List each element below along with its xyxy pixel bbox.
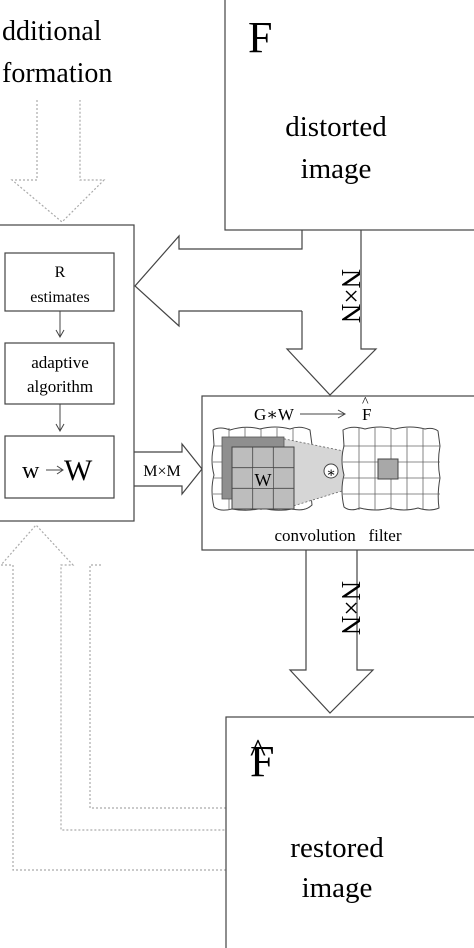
w-transform-big-w: W (64, 454, 93, 487)
bottom-size-label: N×N (336, 581, 366, 635)
additional-info-line2: formation (2, 58, 112, 89)
feedback-dotted-arrow-inner (89, 564, 226, 809)
mid-size-label: M×M (143, 463, 180, 480)
formula-left: G∗W (254, 405, 295, 424)
output-grid-lines (343, 428, 440, 510)
distorted-image-symbol: F (248, 13, 272, 62)
r-estimates-line1: R (55, 264, 66, 281)
adaptive-algorithm-line1: adaptive (31, 353, 89, 372)
convolution-operator-symbol: ∗ (326, 466, 336, 481)
kernel-label: W (255, 470, 272, 490)
distorted-image-box (224, 0, 474, 231)
feedback-dotted-arrow-outer (0, 524, 226, 871)
adaptive-algorithm-line2: algorithm (27, 377, 93, 396)
feedback-hollow-arrow (134, 230, 303, 328)
restored-image-line2: image (302, 872, 373, 904)
r-to-adaptive-arrow-head (55, 329, 65, 339)
formula-right-hat: ^ (362, 395, 369, 410)
adaptive-algorithm-box (4, 342, 115, 405)
r-estimates-line2: estimates (30, 289, 90, 306)
formula-arrow-head (337, 409, 347, 419)
restored-image-line1: restored (290, 832, 384, 864)
output-hollow-arrow (288, 550, 375, 714)
distorted-image-line1: distorted (285, 111, 387, 143)
w-transform-small-w: w (22, 458, 40, 484)
output-pixel (377, 458, 399, 480)
restored-image-hat: ^ (250, 733, 266, 770)
additional-info-line1: dditional (2, 16, 102, 47)
kernel-grid-lines (232, 447, 294, 509)
w-transform-arrow-head (56, 465, 64, 475)
kernel-label-bg (253, 468, 273, 488)
additional-info-dotted-arrow (10, 100, 106, 223)
adaptive-to-w-arrow-head (55, 423, 65, 433)
r-estimates-box (4, 252, 115, 312)
w-transform-box (4, 435, 115, 499)
distorted-image-line2: image (301, 153, 372, 185)
filter-caption: convolution filter (274, 526, 401, 545)
top-size-label: N×N (336, 269, 366, 323)
restored-image-symbol: F (250, 737, 274, 786)
restored-image-box (225, 716, 474, 948)
convolution-operator-icon (323, 463, 339, 479)
input-hollow-arrow (285, 230, 378, 396)
formula-right: F (362, 405, 371, 424)
